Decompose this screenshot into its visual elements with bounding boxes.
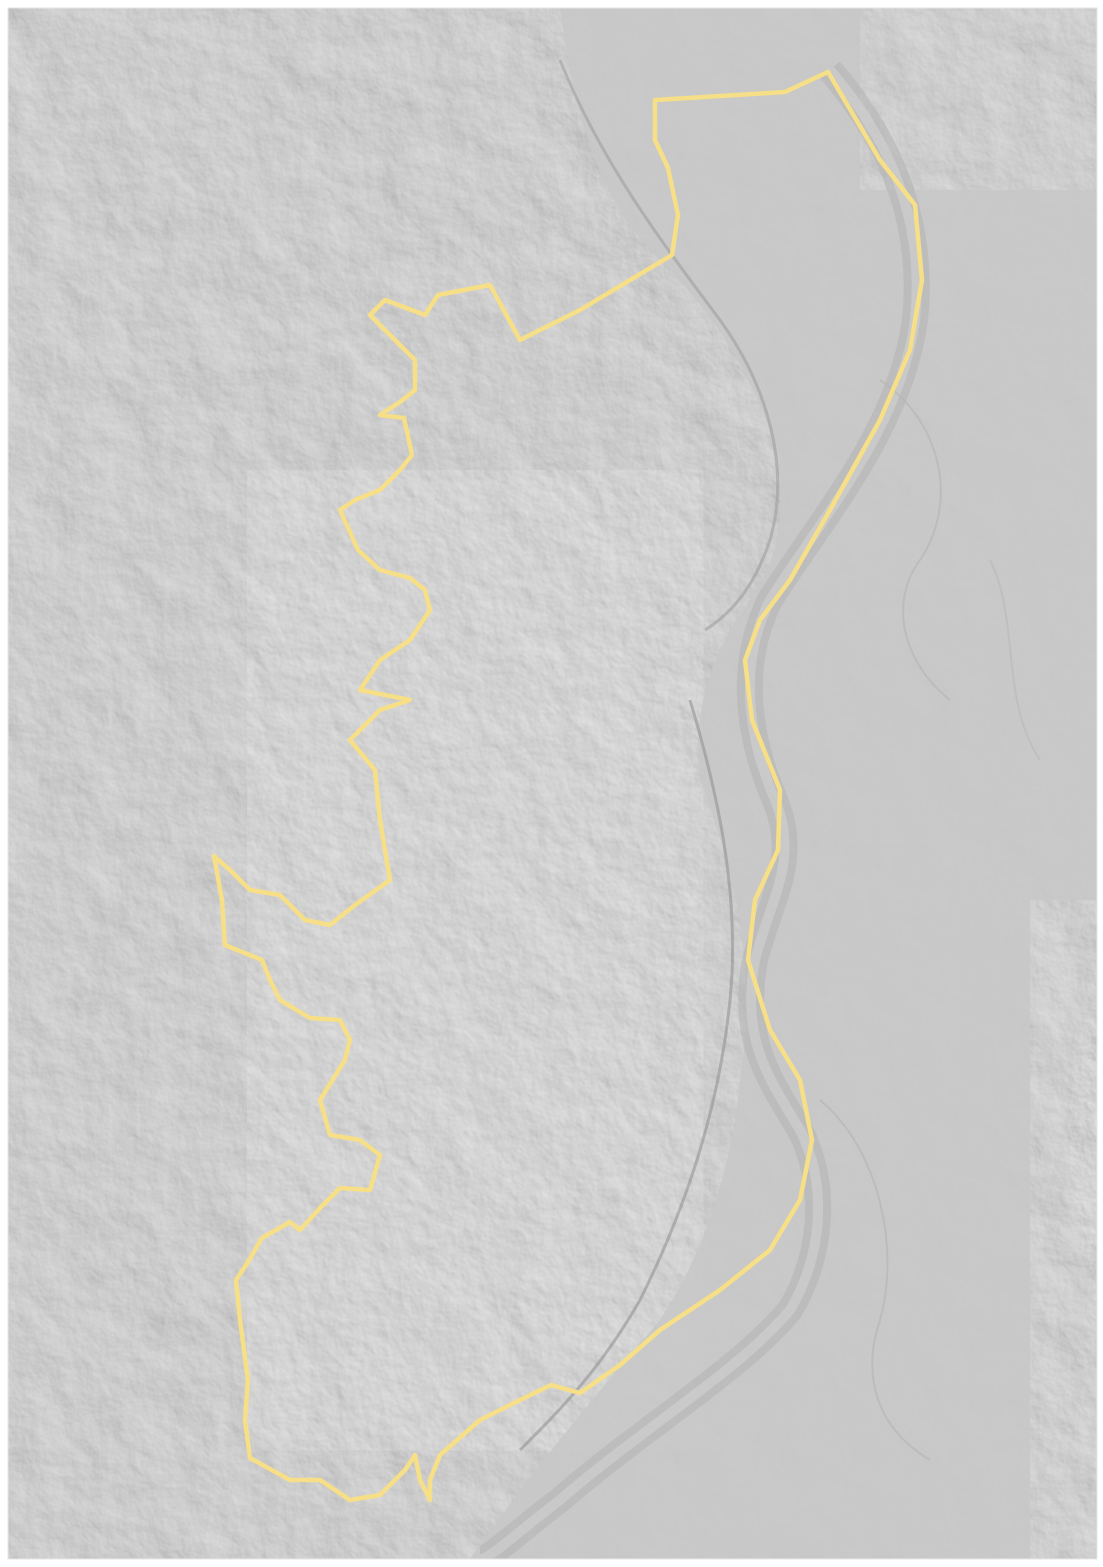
bluff-edge-north <box>558 59 780 632</box>
meander-scar <box>989 559 1041 761</box>
meander-scar <box>879 379 951 701</box>
floodplain <box>470 8 1097 1559</box>
eastern-upland <box>1030 900 1097 1559</box>
map-border <box>7 7 1098 1560</box>
northeast-upland <box>860 8 1097 190</box>
bluffs <box>247 470 704 1451</box>
boundary-outline[interactable] <box>211 69 925 1503</box>
river-water <box>478 66 922 1559</box>
bluff-edge-south <box>518 699 735 1452</box>
meander-scar <box>819 1099 931 1461</box>
